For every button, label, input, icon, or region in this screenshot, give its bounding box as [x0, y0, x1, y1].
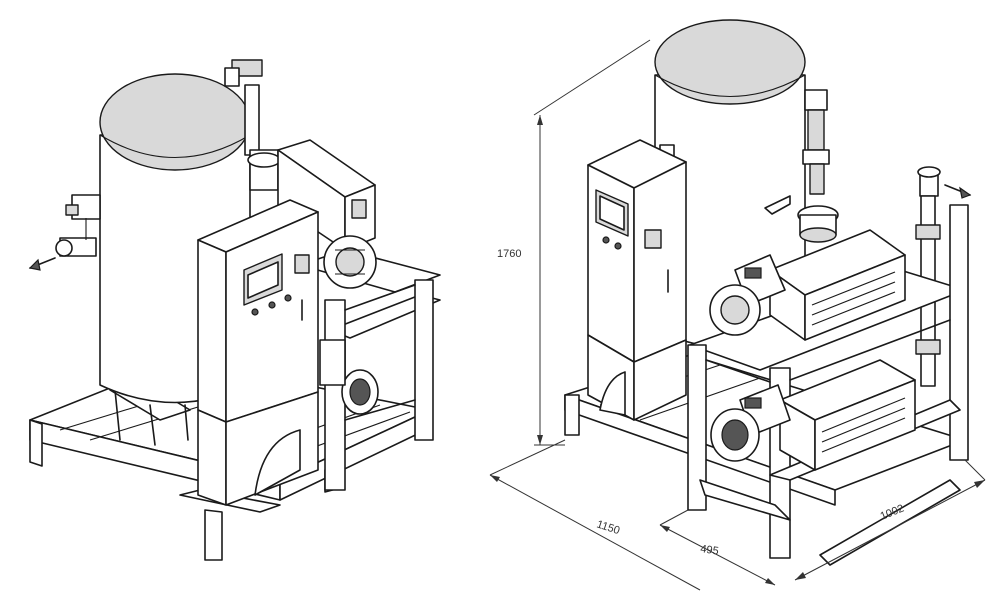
left-inlet-valves — [28, 194, 101, 271]
right-lower-pump — [710, 359, 916, 471]
dimension-lines — [489, 39, 986, 591]
left-vacuum-pumps — [319, 235, 379, 415]
dimension-height: 1760 — [497, 248, 521, 260]
left-control-cabinet — [197, 199, 319, 506]
right-hose-assembly — [764, 89, 876, 243]
dimension-pump-module: 495 — [700, 543, 720, 557]
left-top-pipe — [224, 59, 281, 191]
right-control-cabinet — [587, 139, 687, 421]
left-isometric-view — [28, 59, 441, 561]
right-isometric-view: 1760 1150 495 1002 — [489, 19, 986, 591]
right-upper-pump — [709, 229, 906, 341]
